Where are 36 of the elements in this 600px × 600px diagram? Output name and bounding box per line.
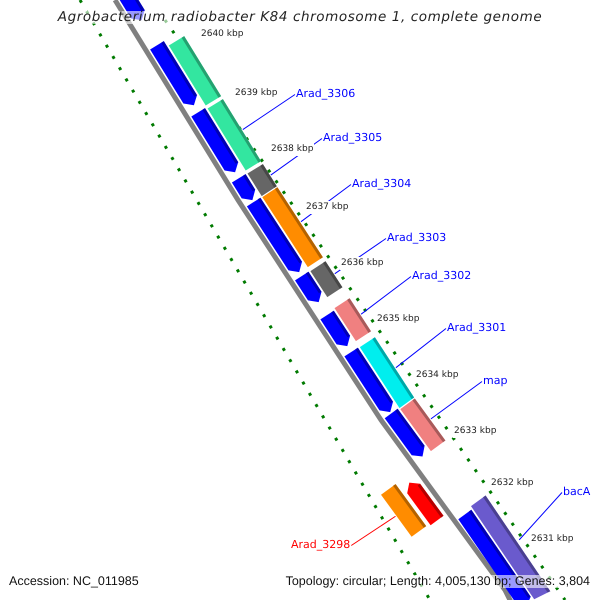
gene-label: map <box>483 374 508 387</box>
scale-label: 2635 kbp <box>376 313 420 326</box>
genome-info-text: Topology: circular; Length: 4,005,130 bp; Genes: 3,804 <box>286 575 590 588</box>
leader-line <box>395 328 446 368</box>
gene-bar <box>344 348 393 412</box>
gene-bar <box>295 272 322 302</box>
leader-line <box>518 492 562 540</box>
leader-line <box>430 381 482 420</box>
gene-label: Arad_3301 <box>447 321 506 334</box>
gene-label: Arad_3306 <box>296 87 356 100</box>
gene-bar <box>232 174 256 200</box>
gene-label: Arad_3298 <box>291 538 350 551</box>
scale-label: 2634 kbp <box>415 369 460 382</box>
scale-label: 2640 kbp <box>200 28 244 41</box>
scale-label: 2633 kbp <box>453 425 498 438</box>
gene-bar <box>246 198 302 272</box>
scale-label: 2631 kbp <box>530 533 574 546</box>
gene-label: Arad_3304 <box>352 177 412 190</box>
gene-label: Arad_3305 <box>323 131 382 144</box>
gene-bar <box>384 408 425 456</box>
gene-label: bacA <box>563 485 590 498</box>
gene-label: Arad_3303 <box>387 231 446 244</box>
leader-line <box>350 516 396 546</box>
leader-line <box>242 94 296 130</box>
scale-label: 2632 kbp <box>490 477 534 490</box>
scale-label: 2639 kbp <box>234 87 278 100</box>
gene-bar <box>320 310 350 346</box>
gene-bar <box>381 484 426 537</box>
accession-text: Accession: NC_011985 <box>9 575 139 588</box>
scale-label: 2638 kbp <box>270 143 314 156</box>
leader-line <box>360 276 412 315</box>
scale-label: 2636 kbp <box>340 257 384 270</box>
gene-bar <box>150 41 197 106</box>
gene-bar <box>191 108 238 172</box>
gene-label: Arad_3302 <box>412 269 472 282</box>
scale-label: 2637 kbp <box>305 201 350 214</box>
